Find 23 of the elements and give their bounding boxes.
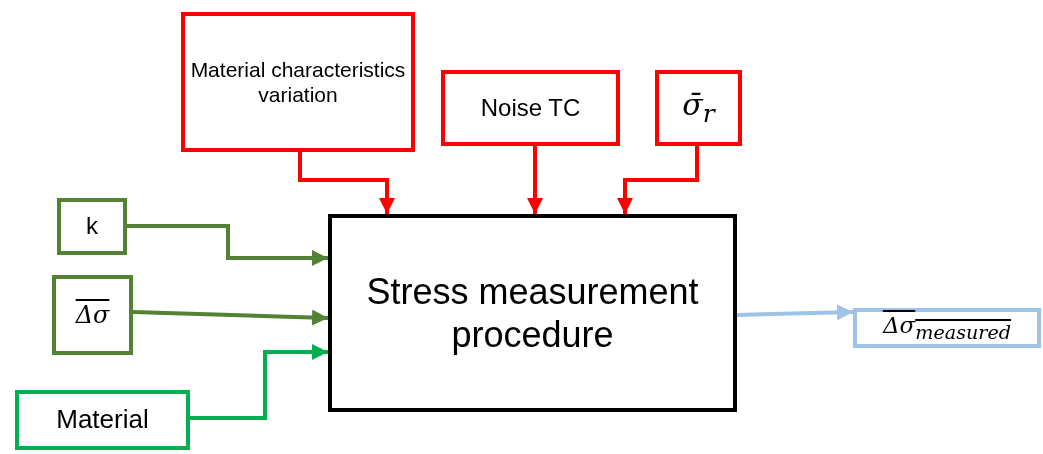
- arrow: [527, 146, 543, 214]
- arrow: [132, 309, 329, 326]
- process-box: [328, 214, 737, 412]
- box-label: Stress measurement procedure: [365, 269, 700, 357]
- cause-box: [655, 70, 742, 146]
- input-box: [15, 390, 190, 450]
- cause-box: [441, 70, 620, 146]
- box-label: k: [86, 212, 98, 241]
- arrow: [736, 304, 854, 321]
- math-label: σ̄$_{r}$: [682, 87, 715, 129]
- arrow: [127, 224, 328, 266]
- box-label: Noise TC: [480, 93, 581, 123]
- box-label: Material: [56, 404, 149, 436]
- box-label: Material characteristics variation: [189, 56, 407, 108]
- output-box: [853, 308, 1041, 348]
- math-label: Δσ: [75, 300, 110, 330]
- arrow: [190, 344, 328, 420]
- arrow: [298, 152, 395, 214]
- math-label: Δσ$_{measured}$: [882, 312, 1012, 344]
- input-box: [57, 198, 127, 255]
- arrow: [617, 146, 699, 214]
- input-box: [52, 275, 133, 355]
- cause-box: [181, 12, 415, 152]
